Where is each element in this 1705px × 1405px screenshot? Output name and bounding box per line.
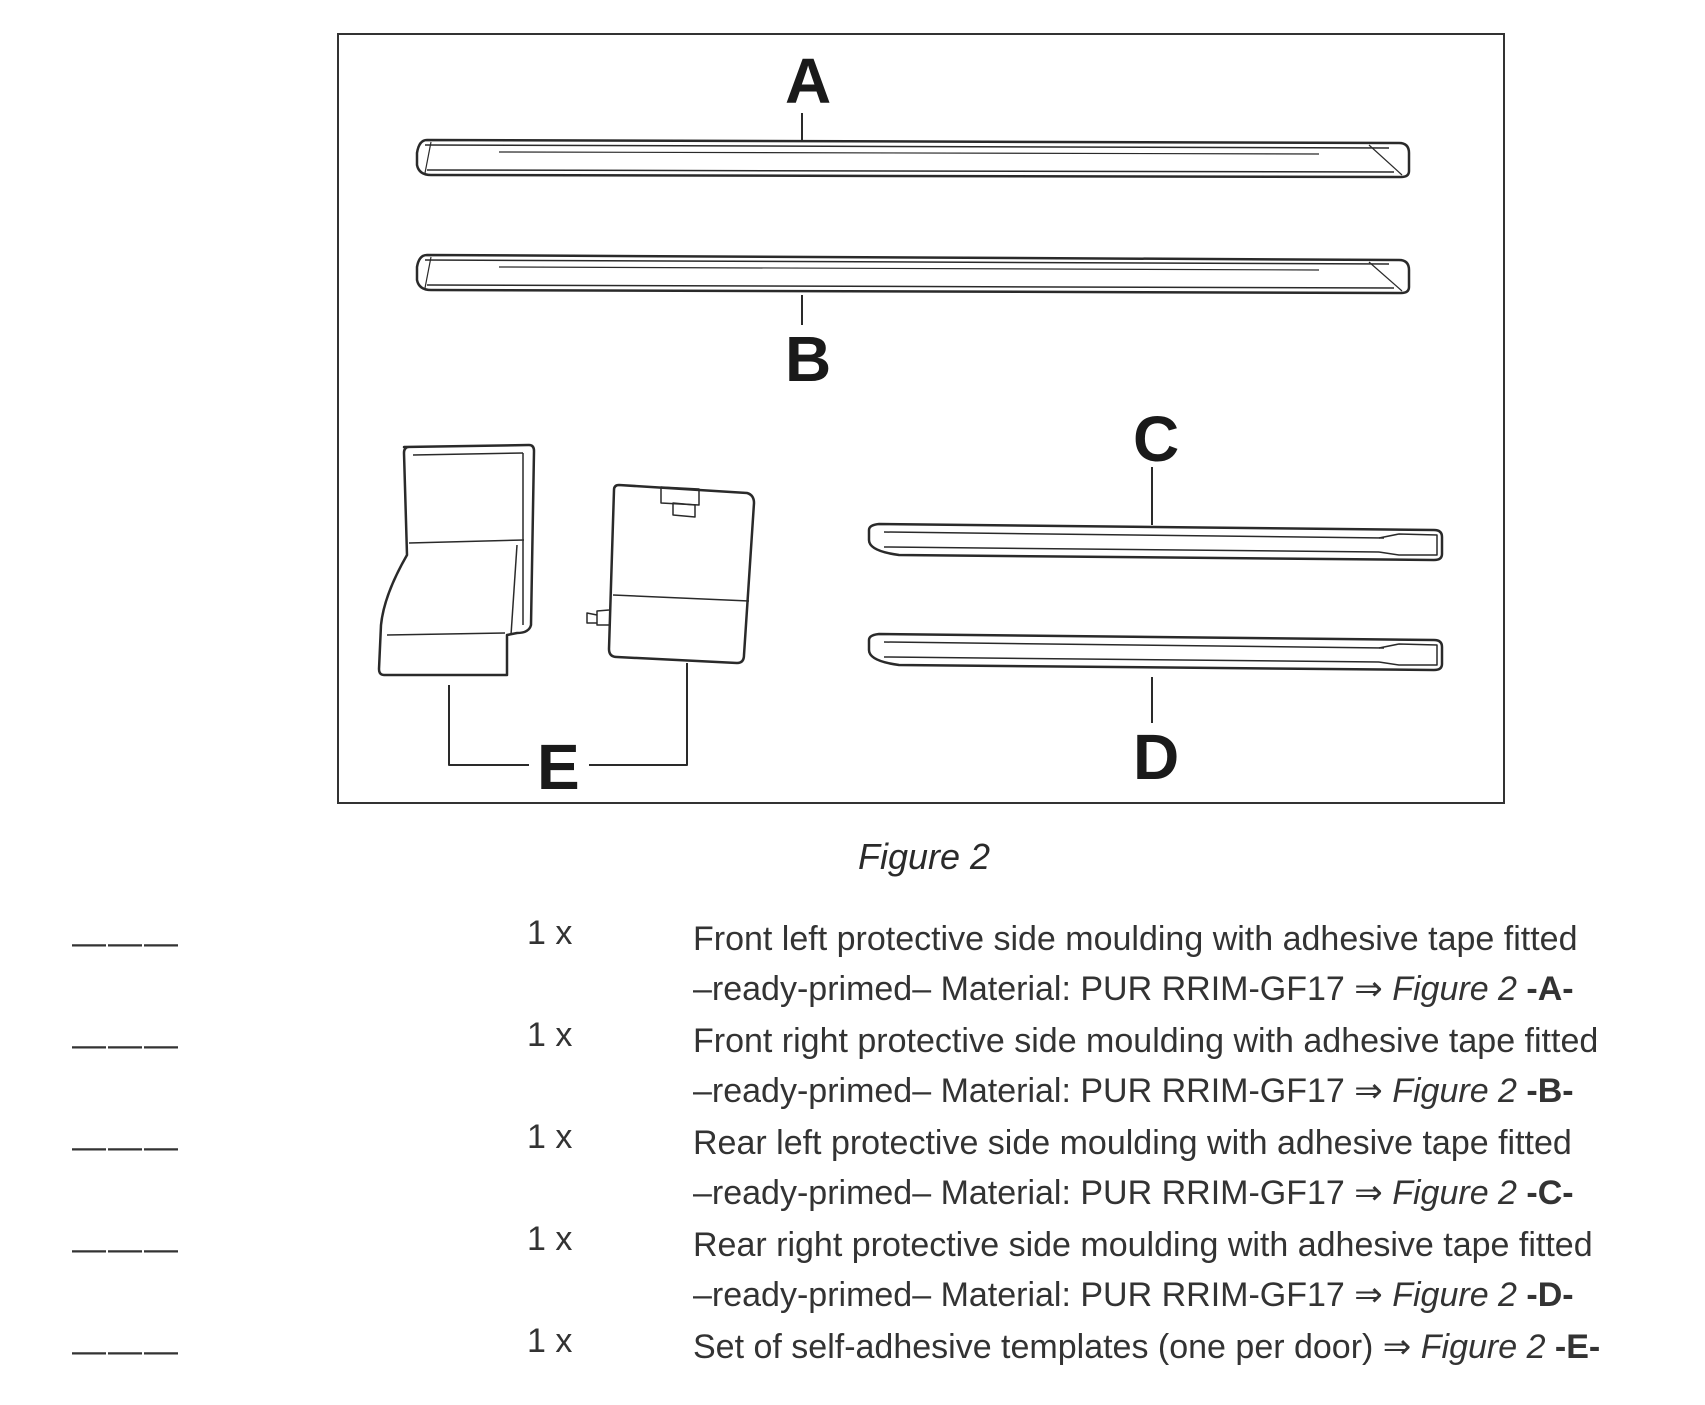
item-letter: -D-	[1516, 1276, 1574, 1314]
part-row: ——— 1 x Rear left protective side mouldi…	[0, 1118, 1705, 1218]
moulding-a-drawing	[415, 138, 1411, 179]
figure-reference: Figure 2	[1392, 970, 1517, 1008]
label-c: C	[1133, 403, 1180, 475]
figure-reference: Figure 2	[1420, 1328, 1546, 1366]
template-2-drawing	[586, 483, 756, 665]
label-a: A	[785, 45, 832, 117]
label-e: E	[537, 731, 580, 803]
figure-frame: A B C D E	[337, 33, 1505, 804]
description-line-2: –ready-primed– Material: PUR RRIM-GF17 ⇒…	[693, 970, 1574, 1008]
part-quantity: 1 x	[527, 1322, 573, 1360]
moulding-c-drawing	[867, 522, 1444, 562]
row-dash: ———	[72, 1026, 180, 1064]
part-quantity: 1 x	[527, 1016, 573, 1054]
label-b: B	[785, 323, 832, 395]
label-d: D	[1133, 721, 1180, 793]
row-dash: ———	[72, 1332, 180, 1370]
figure-reference: Figure 2	[1392, 1276, 1517, 1314]
row-dash: ———	[72, 924, 180, 962]
template-1-drawing	[377, 443, 536, 677]
description-line-1: Front left protective side moulding with…	[693, 920, 1578, 958]
item-letter: -E-	[1545, 1328, 1601, 1366]
item-letter: -A-	[1516, 970, 1574, 1008]
description-line-2: –ready-primed– Material: PUR RRIM-GF17 ⇒…	[693, 1276, 1574, 1314]
part-row: ——— 1 x Rear right protective side mould…	[0, 1220, 1705, 1320]
row-dash: ———	[72, 1230, 180, 1268]
part-quantity: 1 x	[527, 914, 573, 952]
figure-reference: Figure 2	[1392, 1072, 1517, 1110]
part-description: Front right protective side moulding wit…	[693, 1016, 1598, 1116]
part-row: ——— 1 x Set of self-adhesive templates (…	[0, 1322, 1705, 1372]
moulding-b-drawing	[415, 253, 1411, 295]
part-description: Rear right protective side moulding with…	[693, 1220, 1593, 1320]
moulding-d-drawing	[867, 632, 1444, 672]
part-quantity: 1 x	[527, 1220, 573, 1258]
part-description: Front left protective side moulding with…	[693, 914, 1577, 1014]
part-row: ——— 1 x Front right protective side moul…	[0, 1016, 1705, 1116]
figure-reference: Figure 2	[1392, 1174, 1517, 1212]
part-description: Rear left protective side moulding with …	[693, 1118, 1574, 1218]
description-line-1: Rear right protective side moulding with…	[693, 1226, 1593, 1264]
description-line-1: Front right protective side moulding wit…	[693, 1022, 1599, 1060]
row-dash: ———	[72, 1128, 180, 1166]
description-line-1: Rear left protective side moulding with …	[693, 1124, 1572, 1162]
part-row: ——— 1 x Front left protective side mould…	[0, 914, 1705, 1014]
item-letter: -B-	[1516, 1072, 1574, 1110]
description-line-2: –ready-primed– Material: PUR RRIM-GF17 ⇒…	[693, 1072, 1574, 1110]
part-quantity: 1 x	[527, 1118, 573, 1156]
description-line-1: Set of self-adhesive templates (one per …	[693, 1328, 1601, 1366]
item-letter: -C-	[1516, 1174, 1574, 1212]
description-line-2: –ready-primed– Material: PUR RRIM-GF17 ⇒…	[693, 1174, 1574, 1212]
figure-illustration	[377, 113, 1444, 766]
figure-caption: Figure 2	[857, 836, 991, 877]
part-description: Set of self-adhesive templates (one per …	[693, 1322, 1600, 1372]
